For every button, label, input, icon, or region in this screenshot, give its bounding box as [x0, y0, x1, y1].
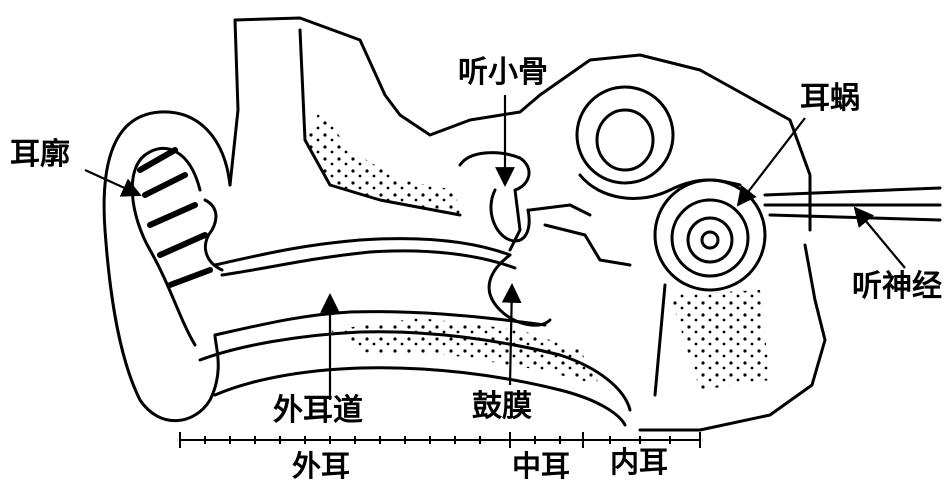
- arrow-eardrum: [510, 285, 512, 385]
- ossicle-incus: [491, 190, 529, 241]
- cochlea-inner: [688, 218, 732, 262]
- eardrum-shape: [489, 255, 550, 325]
- section-outer-ear: 外耳: [292, 452, 350, 481]
- label-eardrum: 鼓膜: [472, 392, 532, 422]
- section-inner-ear: 内耳: [610, 448, 668, 477]
- auricle-shadow: [140, 150, 210, 285]
- auricle-outline: [104, 112, 230, 421]
- label-auditory-nerve: 听神经: [852, 272, 942, 302]
- cochlea-core: [702, 232, 718, 248]
- temporal-bone-lower: [330, 318, 600, 385]
- label-ossicles: 听小骨: [458, 58, 548, 88]
- section-middle-ear: 中耳: [512, 452, 570, 481]
- ossicle-malleus: [460, 153, 529, 250]
- ossicle-stapes: [530, 205, 630, 265]
- label-ear-canal: 外耳道: [273, 396, 363, 426]
- auricle-inner: [132, 148, 200, 345]
- semicircular-canal-2: [597, 110, 653, 170]
- label-cochlea: 耳蜗: [800, 84, 860, 114]
- temporal-bone-upper: [305, 110, 460, 215]
- neck-line: [230, 20, 238, 185]
- temporal-bone-inner: [670, 290, 770, 390]
- label-auricle: 耳廓: [10, 140, 70, 170]
- cochlea-mid: [672, 200, 748, 276]
- auditory-nerve: [765, 188, 940, 220]
- arrow-cochlea: [738, 118, 805, 205]
- inner-ear-vertical: [655, 285, 665, 395]
